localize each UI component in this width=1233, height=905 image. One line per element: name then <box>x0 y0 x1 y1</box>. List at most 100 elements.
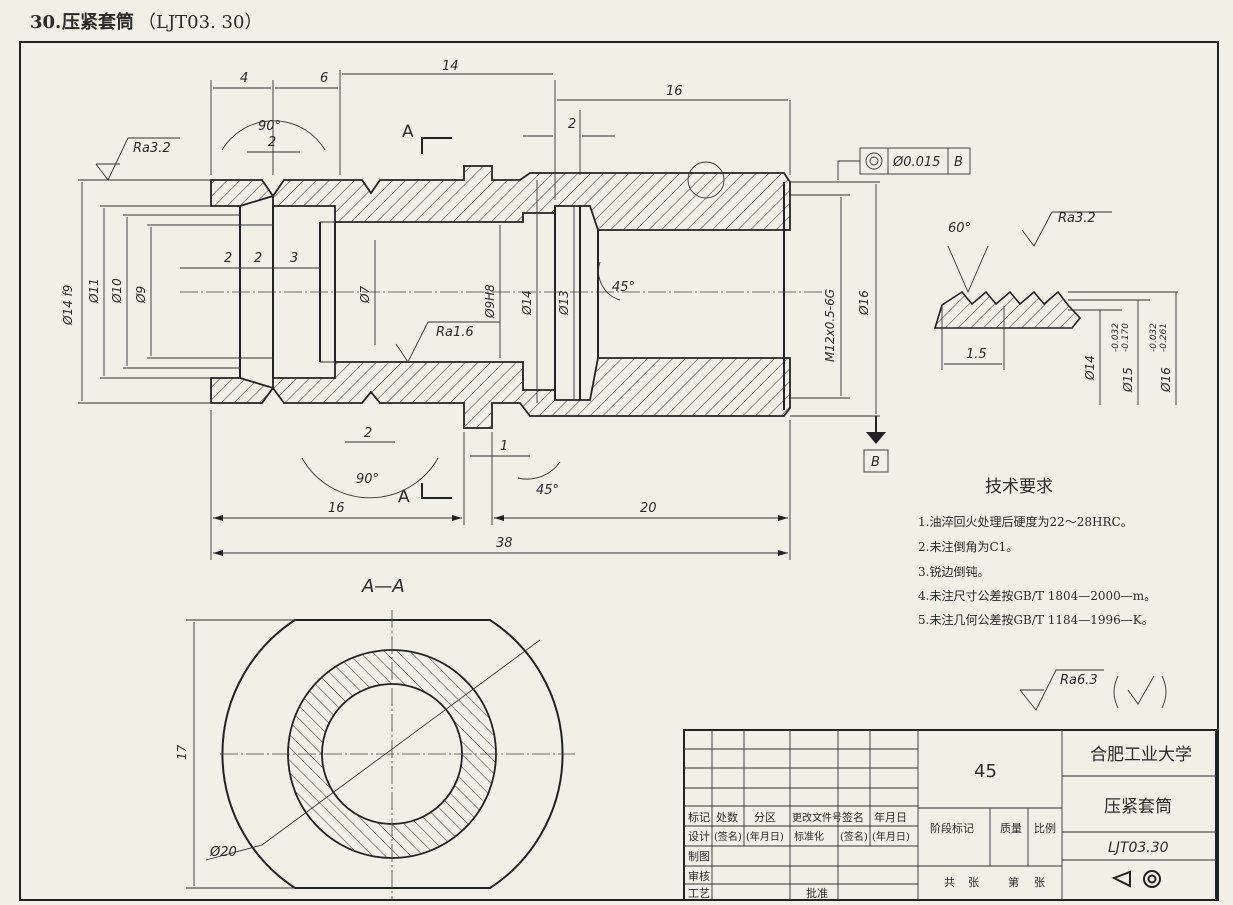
thread-d15-tol-upper: -0.032 <box>1111 323 1121 352</box>
dim-dia7: Ø7 <box>358 286 372 304</box>
dim-6: 6 <box>320 71 328 86</box>
section-title: A—A <box>361 576 405 597</box>
dim-len16: 16 <box>328 501 345 516</box>
section-label-bottom: A <box>398 487 410 507</box>
tb-cell-nianyueri: 年月日 <box>874 810 907 824</box>
tb-cell-sheji-sign: (签名) <box>714 830 742 843</box>
top-length-dims: 4 6 14 16 2 90° 2 <box>210 59 791 200</box>
dim-dia16: Ø16 <box>857 290 871 316</box>
section-view-aa: A—A 17 Ø20 <box>175 576 575 900</box>
projection-symbol-icon <box>1111 870 1161 888</box>
technical-requirements: 技术要求 1.油淬回火处理后硬度为22～28HRC。 2.未注倒角为C1。 3.… <box>918 477 1156 627</box>
dim-16-top: 16 <box>666 84 683 99</box>
dim-angle90-top: 90° <box>258 119 281 134</box>
tb-material: 45 <box>974 761 997 782</box>
dim-dia10: Ø10 <box>110 278 124 304</box>
dim-2-bottom: 2 <box>364 426 372 441</box>
tb-cell-zhang2: 张 <box>1034 876 1045 889</box>
section-label-top: A <box>402 122 414 142</box>
thread-roughness: Ra3.2 <box>1058 211 1096 226</box>
tech-item-5: 5.未注几何公差按GB/T 1184—1996—K。 <box>918 612 1154 627</box>
tb-cell-gongyi: 工艺 <box>688 887 710 900</box>
tb-cell-shenhe: 审核 <box>688 869 710 883</box>
tech-item-2: 2.未注倒角为C1。 <box>918 539 1018 554</box>
problem-title: 压紧套筒 <box>62 11 134 33</box>
thread-d15: Ø15 <box>1121 367 1135 393</box>
dim-4: 4 <box>240 71 248 86</box>
title-block: 45 合肥工业大学 压紧套筒 LJT03.30 标记 处数 分区 更改文件号 签… <box>683 729 1217 901</box>
page-header: 30. 压紧套筒 （LJT03. 30） <box>30 11 262 33</box>
roughness-ra63: Ra6.3 <box>1060 673 1098 688</box>
dim-angle45-inner: 45° <box>612 280 635 295</box>
dim-angle45-bottom: 45° <box>536 483 559 498</box>
tech-item-3: 3.锐边倒钝。 <box>918 565 989 579</box>
thread-profile <box>933 290 1082 329</box>
tb-cell-fenqu: 分区 <box>754 811 776 824</box>
thread-d16: Ø16 <box>1159 367 1173 393</box>
dim-len20: 20 <box>640 501 657 516</box>
dim-in2a: 2 <box>224 251 232 266</box>
sec-dim-dia20: Ø20 <box>209 845 237 860</box>
thread-d14: Ø14 <box>1083 355 1097 381</box>
tb-cell-zhitu: 制图 <box>688 850 710 863</box>
tb-cell-zhiliang: 质量 <box>1000 822 1022 835</box>
section-markers: A A <box>398 122 452 507</box>
roughness-marks: Ra3.2 Ra1.6 <box>95 137 500 363</box>
dim-1: 1 <box>500 439 508 454</box>
tech-item-1: 1.油淬回火处理后硬度为22～28HRC。 <box>918 514 1133 529</box>
thread-d16-tol-lower: -0.261 <box>1159 323 1169 352</box>
dim-14: 14 <box>442 59 459 74</box>
roughness-ra32-left: Ra3.2 <box>133 141 171 156</box>
sec-dim-17: 17 <box>175 744 189 760</box>
tb-cell-di: 第 <box>1008 875 1019 889</box>
tb-cell-biaozhunhua: 标准化 <box>794 830 824 843</box>
dim-2-groove: 2 <box>568 117 576 132</box>
tb-cell-pizhun: 批准 <box>806 886 828 900</box>
geometric-tolerance-frame: Ø0.015 B B <box>837 147 971 473</box>
tb-part-name: 压紧套筒 <box>1104 797 1172 817</box>
tb-cell-jieduan: 阶段标记 <box>930 821 974 835</box>
problem-code: （LJT03. 30） <box>138 12 262 33</box>
main-section-view <box>180 161 830 429</box>
bottom-length-dims: 2 90° 1 45° 45° 16 20 38 <box>210 261 791 560</box>
tech-title: 技术要求 <box>985 477 1053 497</box>
dim-dia9: Ø9 <box>134 286 148 304</box>
dim-thread: M12x0.5-6G <box>823 289 837 362</box>
tb-cell-gong: 共 <box>944 876 955 889</box>
dim-dia14: Ø14 <box>520 290 534 316</box>
tech-item-4: 4.未注尺寸公差按GB/T 1804—2000—m。 <box>918 588 1156 603</box>
thread-pitch: 1.5 <box>966 347 987 362</box>
dim-in3: 3 <box>290 251 298 266</box>
drawing-frame <box>19 41 1219 901</box>
left-diameter-dims: Ø14 f9 Ø11 Ø10 Ø9 2 2 3 Ø7 Ø9H8 Ø14 Ø13 … <box>61 179 880 417</box>
tolerance-value: Ø0.015 <box>892 155 940 170</box>
tb-cell-chushu: 处数 <box>716 811 738 824</box>
roughness-ra16: Ra1.6 <box>436 325 474 340</box>
tb-school: 合肥工业大学 <box>1090 745 1192 765</box>
section-outline <box>221 619 564 889</box>
dim-in2b: 2 <box>254 251 262 266</box>
tb-cell-bili: 比例 <box>1034 821 1056 835</box>
tb-cell-qianming: 签名 <box>842 810 864 824</box>
tolerance-datum: B <box>954 155 963 170</box>
tb-cell-bz-sign: (签名) <box>840 830 868 843</box>
tb-cell-sheji-date: (年月日) <box>746 830 784 843</box>
datum-label-b: B <box>871 455 880 470</box>
tb-cell-bz-date: (年月日) <box>872 830 910 843</box>
general-roughness: Ra6.3 <box>1019 669 1167 711</box>
thread-d16-tol-upper: -0.032 <box>1149 323 1159 352</box>
problem-number: 30. <box>30 12 61 33</box>
tb-cell-sheji: 设计 <box>688 830 710 843</box>
tb-drawing-no: LJT03.30 <box>1108 840 1169 856</box>
dim-len38: 38 <box>496 536 513 551</box>
dim-dia13: Ø13 <box>557 290 571 316</box>
tb-cell-biaoji: 标记 <box>688 810 710 824</box>
tb-cell-genggai: 更改文件号 <box>792 811 842 824</box>
thread-angle: 60° <box>948 221 971 236</box>
tb-cell-zhang1: 张 <box>968 876 979 889</box>
thread-d15-tol-lower: -0.170 <box>1121 323 1131 352</box>
thread-detail: 60° Ra3.2 1.5 Ø14 Ø15 -0.032 -0.170 Ø16 … <box>933 211 1178 405</box>
dim-dia14f9: Ø14 f9 <box>61 285 75 326</box>
dim-angle90-bottom: 90° <box>356 472 379 487</box>
